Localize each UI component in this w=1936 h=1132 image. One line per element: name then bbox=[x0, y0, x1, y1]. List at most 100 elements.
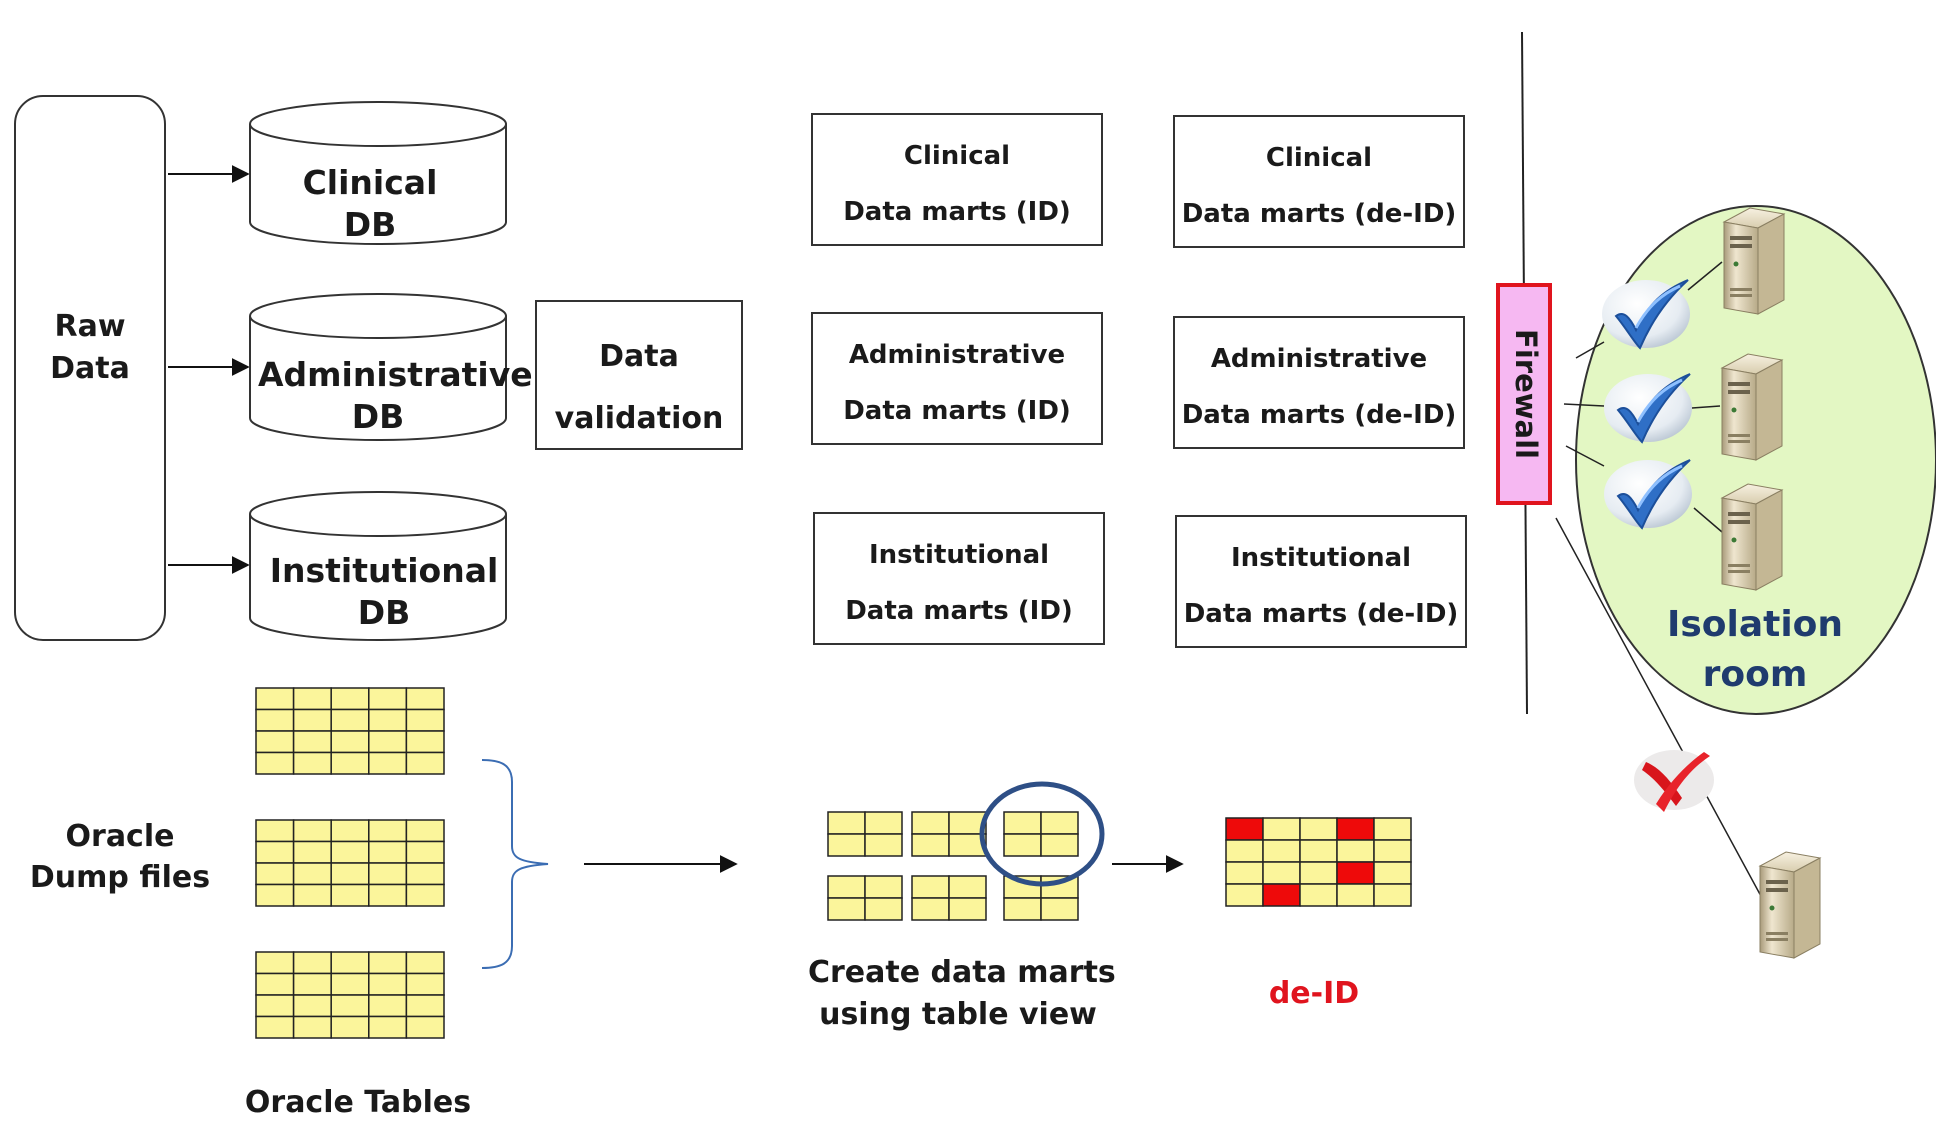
table-cell bbox=[1336, 817, 1375, 841]
table-cell bbox=[255, 840, 295, 864]
table-cell bbox=[827, 875, 866, 899]
db-suffix: DB bbox=[343, 205, 397, 244]
table-cell bbox=[255, 687, 295, 711]
table-cell bbox=[1225, 883, 1264, 907]
deid-table-grid bbox=[1225, 817, 1412, 907]
oracle-tables-text: Oracle Tables bbox=[244, 1085, 472, 1120]
institutional-db-label: Institutional DB bbox=[264, 550, 504, 634]
table-cell bbox=[255, 730, 295, 754]
mart-id-box-institutional bbox=[813, 512, 1105, 645]
db-name: Clinical bbox=[302, 163, 438, 202]
raw-data-line-1: Raw bbox=[54, 309, 126, 344]
deid-label: de-ID bbox=[1234, 976, 1394, 1011]
oracle-table-grid bbox=[255, 819, 445, 907]
table-cell bbox=[368, 730, 408, 754]
table-cell bbox=[368, 883, 408, 907]
table-cell bbox=[1003, 833, 1042, 857]
table-cell bbox=[1336, 839, 1375, 863]
table-cell bbox=[255, 972, 295, 996]
table-view bbox=[911, 811, 987, 857]
red-cross-icon bbox=[1634, 750, 1714, 812]
validation-line-1: Data bbox=[599, 339, 679, 374]
table-cell bbox=[864, 875, 903, 899]
table-cell bbox=[1262, 861, 1301, 885]
data-validation-label: Data validation bbox=[536, 326, 742, 450]
server-icon bbox=[1721, 483, 1783, 591]
table-cell bbox=[1262, 883, 1301, 907]
table-cell bbox=[1373, 883, 1412, 907]
table-cell bbox=[1299, 817, 1338, 841]
db-name: Institutional bbox=[269, 551, 499, 590]
server-icon bbox=[1721, 353, 1783, 461]
table-cell bbox=[255, 751, 295, 775]
mart-name: Administrative bbox=[1210, 344, 1428, 374]
table-cell bbox=[330, 883, 370, 907]
table-cell bbox=[864, 833, 903, 857]
table-cell bbox=[405, 972, 445, 996]
table-cell bbox=[1040, 811, 1079, 835]
table-cell bbox=[1299, 839, 1338, 863]
mart-id-label-institutional: Institutional Data marts (ID) bbox=[814, 527, 1104, 639]
table-cell bbox=[405, 1015, 445, 1039]
table-cell bbox=[864, 811, 903, 835]
db-suffix: DB bbox=[357, 593, 411, 632]
table-cell bbox=[405, 862, 445, 886]
table-cell bbox=[1040, 897, 1079, 921]
table-cell bbox=[292, 840, 332, 864]
mart-sub: Data marts (de-ID) bbox=[1181, 199, 1457, 229]
create-data-marts-label: Create data marts using table view bbox=[808, 952, 1116, 1036]
table-cell bbox=[368, 751, 408, 775]
data-validation-box bbox=[535, 300, 743, 450]
isolation-room-label: Isolation room bbox=[1640, 600, 1870, 700]
table-cell bbox=[948, 897, 987, 921]
table-cell bbox=[292, 730, 332, 754]
table-cell bbox=[255, 819, 295, 843]
table-cell bbox=[255, 883, 295, 907]
table-cell bbox=[864, 897, 903, 921]
highlight-circle bbox=[979, 781, 1105, 887]
table-view bbox=[827, 811, 903, 857]
table-cell bbox=[1373, 839, 1412, 863]
deid-text: de-ID bbox=[1268, 976, 1360, 1011]
mart-deid-label-administrative: Administrative Data marts (de-ID) bbox=[1174, 331, 1464, 443]
db-name: Administrative bbox=[258, 355, 533, 394]
table-cell bbox=[911, 875, 950, 899]
table-cell bbox=[911, 897, 950, 921]
mart-id-box-administrative bbox=[811, 312, 1103, 445]
table-cell bbox=[292, 819, 332, 843]
institutional-db-cylinder bbox=[249, 491, 507, 641]
table-view bbox=[911, 875, 987, 921]
raw-data-line-2: Data bbox=[50, 351, 130, 386]
table-cell bbox=[368, 840, 408, 864]
firewall-label: Firewall bbox=[1500, 283, 1552, 505]
table-cell bbox=[292, 708, 332, 732]
table-view bbox=[827, 875, 903, 921]
table-cell bbox=[405, 708, 445, 732]
mart-name: Clinical bbox=[903, 141, 1011, 171]
table-cell bbox=[405, 883, 445, 907]
table-cell bbox=[330, 840, 370, 864]
firewall-bar[interactable] bbox=[1496, 283, 1552, 505]
table-cell bbox=[1336, 861, 1375, 885]
table-cell bbox=[330, 862, 370, 886]
mart-id-label-administrative: Administrative Data marts (ID) bbox=[812, 327, 1102, 439]
table-cell bbox=[292, 1015, 332, 1039]
table-cell bbox=[368, 994, 408, 1018]
oracle-table-grid bbox=[255, 951, 445, 1039]
mart-name: Clinical bbox=[1265, 143, 1373, 173]
isolation-line-1: Isolation bbox=[1666, 604, 1844, 645]
mart-sub: Data marts (de-ID) bbox=[1183, 599, 1459, 629]
create-marts-line-1: Create data marts bbox=[808, 955, 1116, 990]
raw-data-label: Raw Data bbox=[15, 306, 165, 390]
table-cell bbox=[405, 994, 445, 1018]
table-cell bbox=[405, 730, 445, 754]
table-cell bbox=[368, 1015, 408, 1039]
table-cell bbox=[405, 819, 445, 843]
table-cell bbox=[330, 994, 370, 1018]
administrative-db-cylinder bbox=[249, 293, 507, 441]
isolation-connectors bbox=[1555, 261, 1763, 899]
table-cell bbox=[330, 730, 370, 754]
table-cell bbox=[292, 951, 332, 975]
